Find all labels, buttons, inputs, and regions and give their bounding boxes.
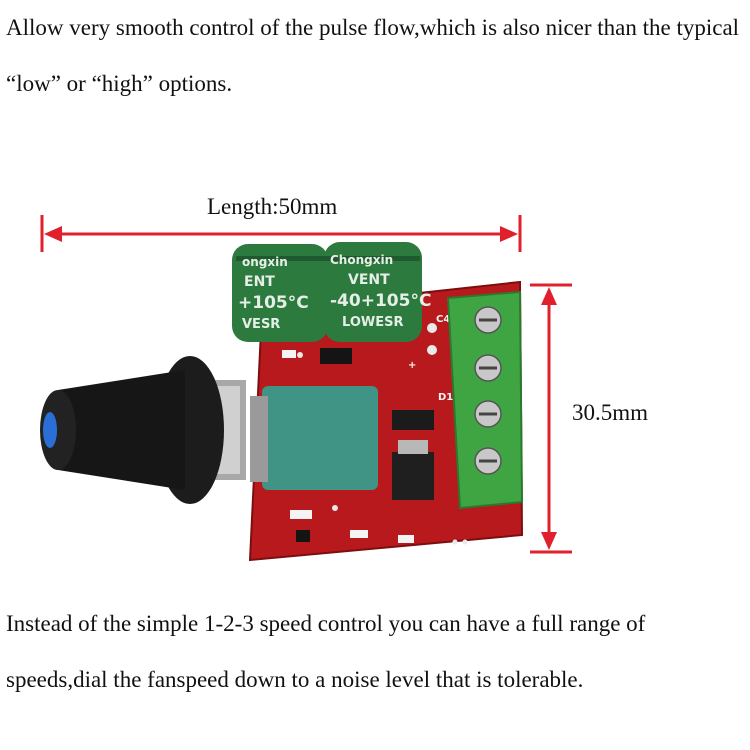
cap1-line2-text: ENT <box>244 274 275 290</box>
height-label: 30.5mm <box>572 400 649 425</box>
cap2-line3-text: -40+105°C <box>330 291 431 311</box>
cap1-brand-text: ongxin <box>242 255 288 269</box>
height-dimension-arrow <box>530 283 572 554</box>
cap1-line3-text: +105°C <box>238 293 309 313</box>
bottom-description: Instead of the simple 1-2-3 speed contro… <box>6 611 646 692</box>
cap2-line4-text: LOWESR <box>342 315 403 330</box>
capacitors: ongxin ENT +105°C VESR Chongxin VENT -40… <box>232 242 453 403</box>
cap2-line2-text: VENT <box>348 272 390 288</box>
pwm-controller-illustration: ongxin ENT +105°C VESR Chongxin VENT -40… <box>40 215 572 562</box>
d1-silkscreen: D1 <box>438 392 453 403</box>
plus-silkscreen: + <box>408 360 416 371</box>
cap1-line4-text: VESR <box>242 317 280 332</box>
length-dimension-arrow <box>40 215 522 252</box>
length-label: Length:50mm <box>207 194 338 219</box>
c4-silkscreen: C4 <box>436 314 450 325</box>
potentiometer <box>250 386 378 490</box>
terminal-block <box>446 290 524 510</box>
knob <box>40 356 246 504</box>
cap2-brand-text: Chongxin <box>330 253 393 267</box>
product-figure: ongxin ENT +105°C VESR Chongxin VENT -40… <box>0 190 750 570</box>
top-description: Allow very smooth control of the pulse f… <box>6 15 740 96</box>
